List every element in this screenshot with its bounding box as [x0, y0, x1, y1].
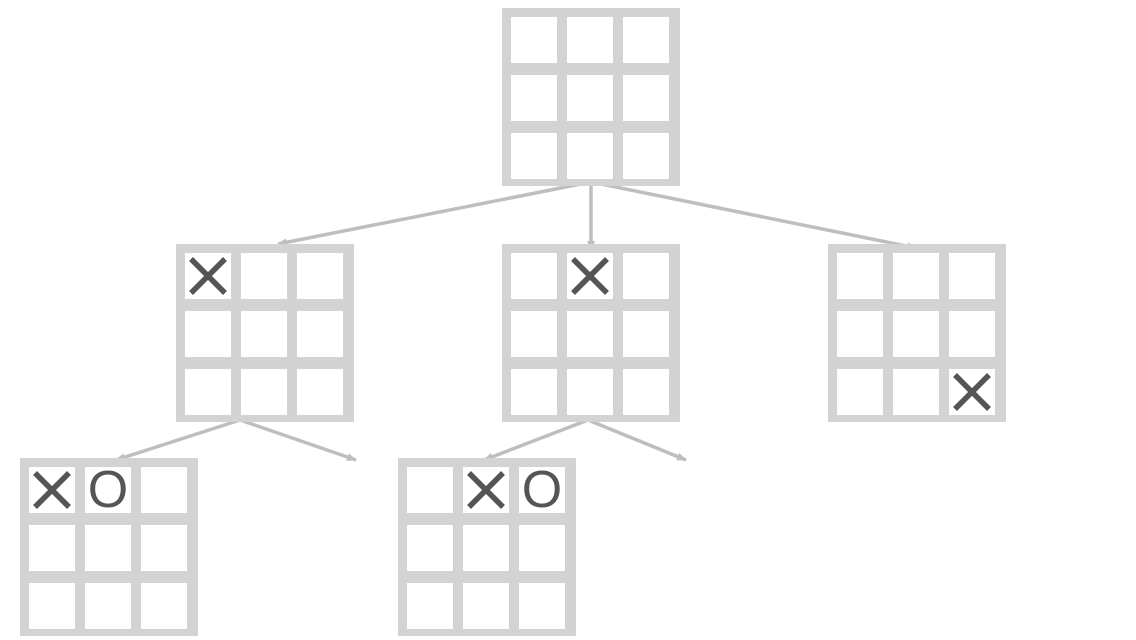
board-cell [837, 311, 883, 357]
board-cell [511, 75, 557, 121]
board-cell [519, 525, 565, 571]
board-cell [185, 253, 231, 299]
board-cell: O [519, 467, 565, 513]
board-cell [407, 583, 453, 629]
board-cell [837, 369, 883, 415]
board-cell [85, 525, 131, 571]
board-cell [623, 17, 669, 63]
board-cell [623, 133, 669, 179]
board-cell [85, 583, 131, 629]
edge-arrow-child-2-to-grandchild-2 [483, 418, 589, 462]
x-mark-icon [29, 467, 75, 513]
board-cell [623, 311, 669, 357]
board-cell [407, 525, 453, 571]
board-cell: O [85, 467, 131, 513]
board-cell [567, 75, 613, 121]
board-cell [511, 17, 557, 63]
x-mark-icon [185, 253, 231, 299]
board-child-2 [502, 244, 680, 422]
board-cell [141, 583, 187, 629]
board-grandchild-1: O [20, 458, 198, 636]
edge-arrow-child-1-to-grandchild-1 [115, 418, 241, 462]
board-cell [567, 133, 613, 179]
board-cell [141, 467, 187, 513]
board-cell [29, 583, 75, 629]
board-cell [29, 467, 75, 513]
edge-arrow-child-1-to-more [239, 418, 357, 462]
edge-arrow-root-to-child-1 [277, 180, 592, 247]
board-cell [241, 253, 287, 299]
board-cell [567, 369, 613, 415]
board-cell [567, 311, 613, 357]
board-cell [893, 253, 939, 299]
board-cell [29, 525, 75, 571]
board-cell [893, 369, 939, 415]
board-cell [949, 311, 995, 357]
board-cell [893, 311, 939, 357]
board-cell [949, 369, 995, 415]
board-cell [297, 253, 343, 299]
board-cell [567, 17, 613, 63]
o-mark: O [521, 467, 563, 513]
board-cell [949, 253, 995, 299]
board-root [502, 8, 680, 186]
board-cell [511, 253, 557, 299]
board-cell [407, 467, 453, 513]
board-cell [837, 253, 883, 299]
board-cell [511, 369, 557, 415]
edge-arrow-root-to-child-3 [590, 180, 917, 251]
board-cell [511, 311, 557, 357]
board-cell [185, 311, 231, 357]
board-cell [463, 525, 509, 571]
board-cell [623, 253, 669, 299]
board-cell [297, 311, 343, 357]
board-cell [567, 253, 613, 299]
x-mark-icon [949, 369, 995, 415]
board-cell [241, 311, 287, 357]
board-cell [297, 369, 343, 415]
board-cell [463, 467, 509, 513]
x-mark-icon [463, 467, 509, 513]
board-cell [623, 369, 669, 415]
edge-arrow-child-2-to-more [587, 418, 687, 462]
o-mark: O [87, 467, 129, 513]
board-cell [463, 583, 509, 629]
board-cell [141, 525, 187, 571]
board-cell [185, 369, 231, 415]
board-cell [241, 369, 287, 415]
board-cell [623, 75, 669, 121]
board-cell [511, 133, 557, 179]
board-child-3 [828, 244, 1006, 422]
board-child-1 [176, 244, 354, 422]
x-mark-icon [567, 253, 613, 299]
board-cell [519, 583, 565, 629]
board-grandchild-2: O [398, 458, 576, 636]
